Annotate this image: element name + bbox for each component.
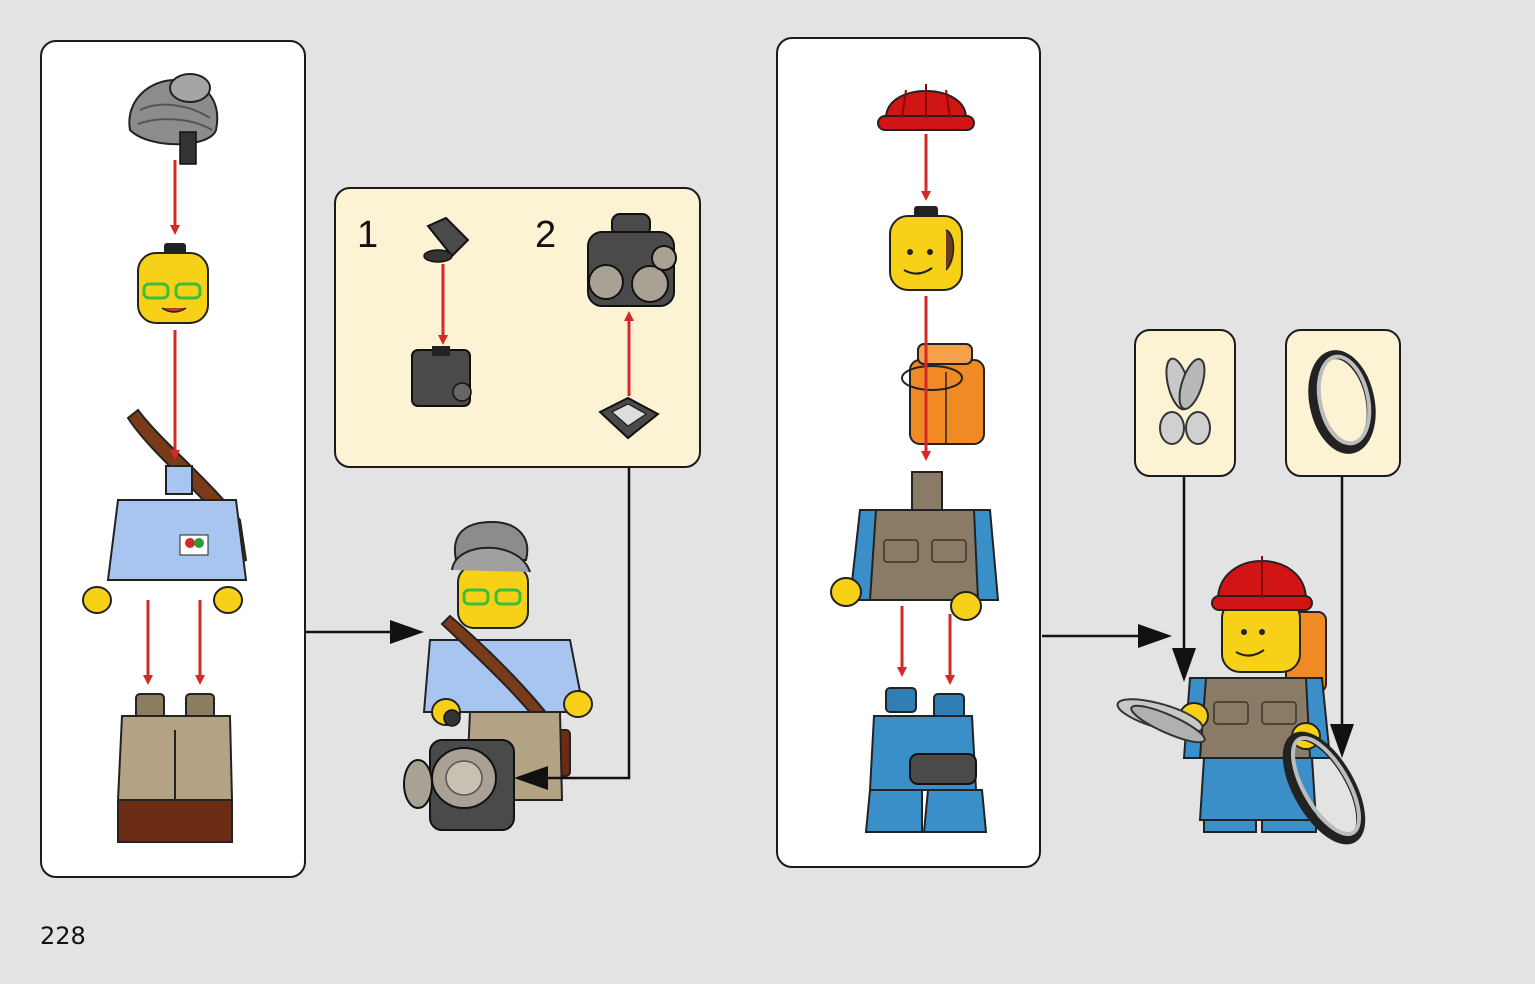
blue-legs-icon	[864, 687, 988, 833]
shears-tool-icon	[1159, 357, 1211, 445]
page-number: 228	[40, 922, 86, 950]
right-panel-arrows	[897, 134, 955, 685]
worker-ring-held-icon	[1282, 731, 1366, 845]
ring-tool-icon	[1308, 350, 1376, 454]
hard-hat-icon	[877, 84, 975, 131]
flow-arrows-left	[306, 468, 631, 790]
worker-head-icon	[889, 206, 963, 291]
torso-piece-icon	[82, 465, 248, 614]
camera-assembly-icon	[403, 709, 515, 831]
worker-shears-held-icon	[1116, 698, 1206, 744]
assembled-worker-minifig	[1179, 556, 1332, 833]
flow-arrows-right	[1042, 477, 1354, 758]
legs-piece-icon	[116, 693, 234, 843]
camera-step-1-parts	[411, 216, 472, 407]
head-piece-icon	[137, 243, 209, 324]
left-panel-arrows	[143, 160, 205, 685]
hair-piece-icon	[128, 73, 219, 165]
backpack-icon	[901, 343, 985, 445]
vest-torso-icon	[830, 471, 1000, 621]
callout-step-1: 1	[357, 214, 379, 256]
camera-step-2-parts	[587, 213, 677, 440]
callout-step-2: 2	[535, 214, 557, 256]
